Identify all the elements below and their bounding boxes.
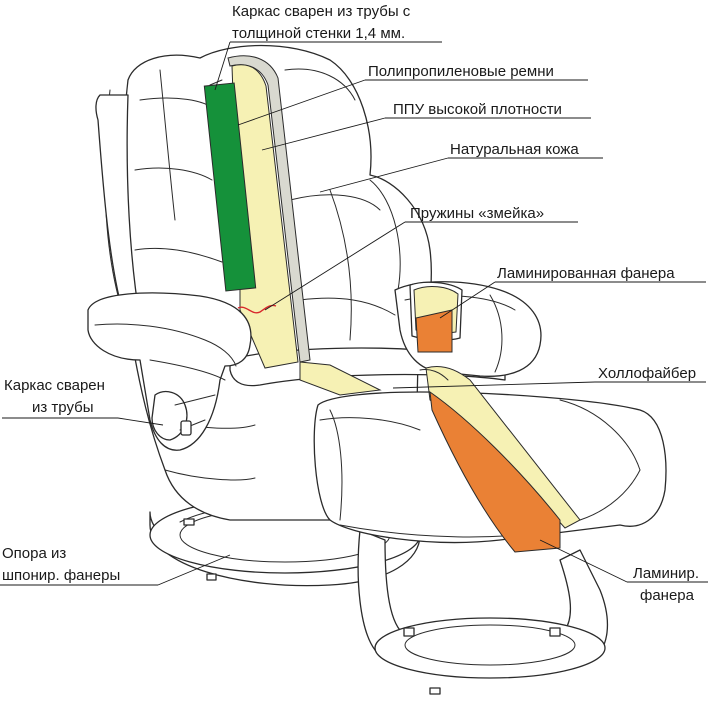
label-polypropylene-straps: Полипропиленовые ремни <box>368 63 554 80</box>
label-zigzag-springs: Пружины «змейка» <box>410 205 544 222</box>
leader-lines <box>117 41 628 586</box>
label-hollofiber: Холлофайбер <box>598 365 696 382</box>
label-lam-plywood-short-line1: Ламинир. <box>633 565 699 582</box>
label-veneer-base-line2: шпонир. фанеры <box>2 567 120 584</box>
label-veneer-base-line1: Опора из <box>2 545 66 562</box>
footrest <box>313 366 667 695</box>
label-frame-tube-wall-line1: Каркас сварен из трубы с <box>232 3 411 20</box>
callout-labels: Каркас сварен из трубы с толщиной стенки… <box>0 3 708 604</box>
label-welded-tube-frame-line2: из трубы <box>32 399 94 416</box>
arm-cross-section <box>413 286 459 353</box>
label-frame-tube-wall-line2: толщиной стенки 1,4 мм. <box>232 25 405 42</box>
label-welded-tube-frame-line1: Каркас сварен <box>4 377 105 394</box>
label-genuine-leather: Натуральная кожа <box>450 141 579 158</box>
label-lam-plywood-short-line2: фанера <box>640 587 695 604</box>
left-armrest <box>87 292 252 451</box>
back-cross-section <box>203 55 382 396</box>
label-laminated-plywood: Ламинированная фанера <box>497 265 675 282</box>
label-high-density-foam: ППУ высокой плотности <box>393 101 562 118</box>
